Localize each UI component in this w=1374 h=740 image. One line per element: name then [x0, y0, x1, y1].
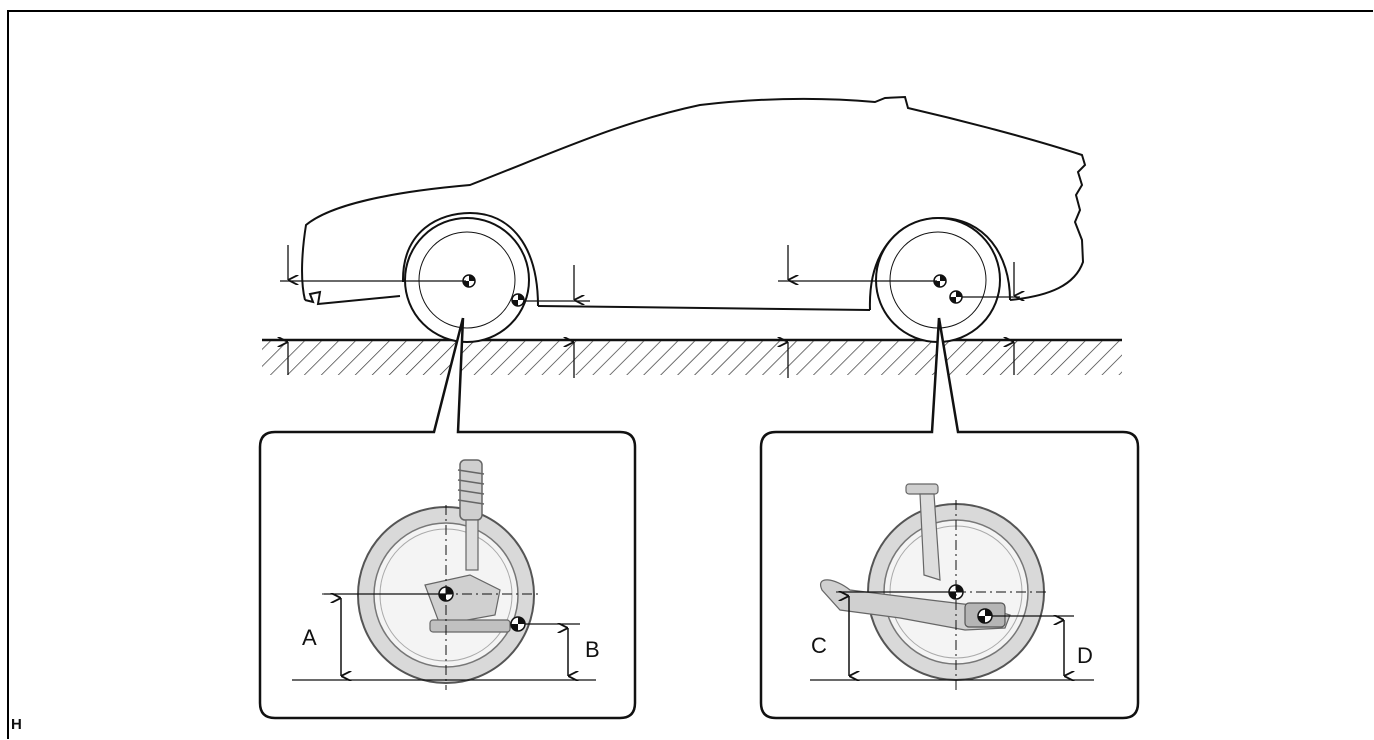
- label-d: D: [1077, 643, 1093, 668]
- front-wheel: [404, 217, 530, 343]
- front-suspension-detail: [322, 459, 540, 690]
- car-dimension-lines: [280, 245, 1020, 378]
- front-wheel-arch: [401, 211, 539, 307]
- front-dimensions: [292, 594, 596, 680]
- ground: [262, 338, 1122, 375]
- diagram-frame: [7, 10, 1373, 739]
- rear-dimensions: [810, 592, 1094, 680]
- label-b: B: [585, 637, 600, 662]
- label-c: C: [811, 633, 827, 658]
- rear-wheel: [875, 217, 1001, 343]
- car-body-outline: [301, 95, 1087, 311]
- label-a: A: [302, 625, 317, 650]
- figure-id-mark: H: [11, 716, 22, 733]
